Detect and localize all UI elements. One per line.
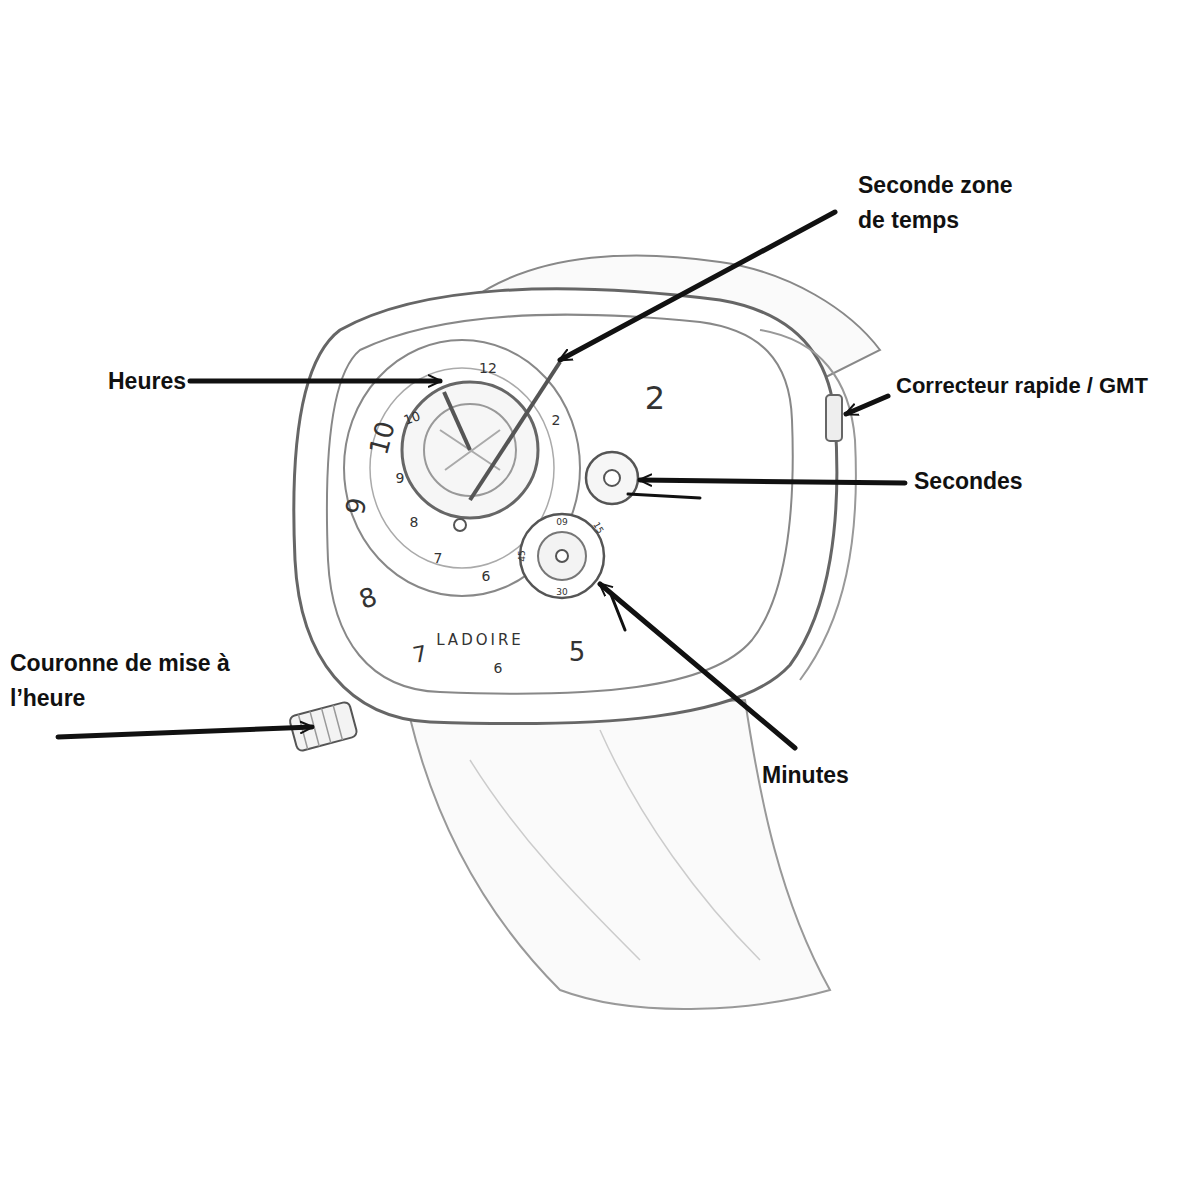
part-label: Heures: [108, 364, 186, 399]
part-label: Secondes: [914, 464, 1023, 499]
dial-numeral: 7: [434, 551, 443, 565]
dial-numeral: 12: [479, 361, 497, 375]
dial-numeral: 2: [645, 382, 665, 414]
brand-name: LADOIRE: [436, 633, 524, 648]
dial-numeral: 8: [410, 515, 419, 529]
bezel: [327, 315, 793, 694]
dial-numeral: 10: [365, 419, 399, 458]
watch-case: [294, 289, 837, 724]
strap-bottom: [410, 700, 830, 1009]
corrector-button: [826, 395, 842, 441]
dial-numeral: 60: [556, 516, 567, 525]
part-label: Seconde zone de temps: [858, 168, 1043, 238]
hour-hand: [444, 392, 470, 450]
seconds-subdial: [586, 452, 638, 504]
minutes-subdial: [520, 514, 604, 598]
dial-numeral: 9: [396, 471, 405, 485]
dial-numeral: 30: [556, 588, 567, 597]
dial-numeral: 45: [518, 550, 527, 561]
dial-numeral: 6: [482, 569, 491, 583]
part-label: Correcteur rapide / GMT: [896, 368, 1148, 403]
dial-numeral: 5: [569, 639, 586, 665]
part-label: Minutes: [762, 758, 849, 793]
dial-numeral: 2: [552, 413, 561, 427]
gmt-hand: [470, 362, 560, 500]
dial-numeral: 6: [494, 661, 503, 675]
part-label: Couronne de mise à l’heure: [10, 646, 245, 716]
